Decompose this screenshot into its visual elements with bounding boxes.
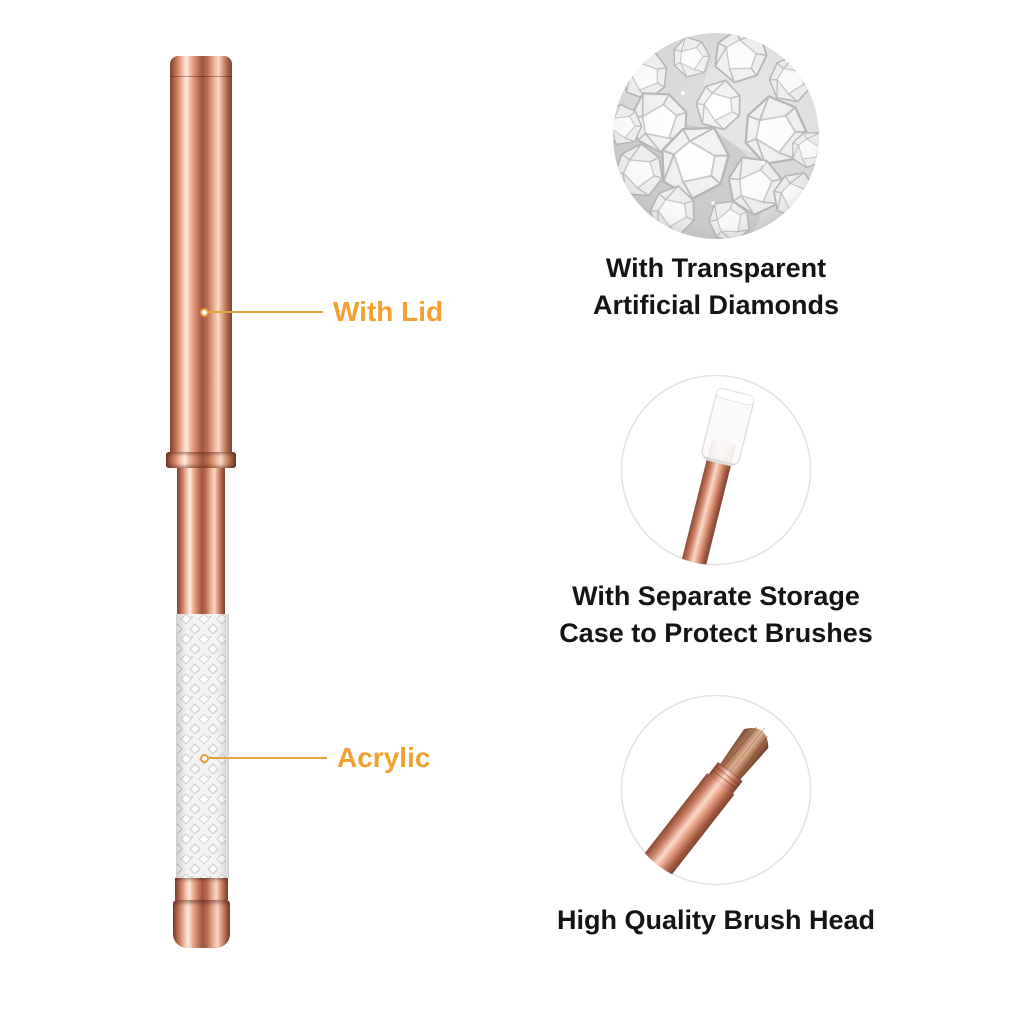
- pen-lid-ring: [166, 452, 236, 468]
- callout-label-with-lid: With Lid: [333, 296, 444, 327]
- caption-line: With Transparent: [605, 253, 827, 283]
- diamonds-photo-circle: [613, 33, 819, 239]
- callout-acrylic: Acrylic: [200, 742, 430, 774]
- callout-with-lid: With Lid: [200, 296, 443, 328]
- pen-bottom-ferrule: [175, 878, 228, 900]
- pen-lid: [170, 77, 232, 452]
- callout-leader-line: [209, 757, 327, 759]
- brush-head-photo-circle: [620, 694, 812, 886]
- callout-dot: [200, 307, 209, 317]
- caption-line: High Quality Brush Head: [556, 905, 876, 935]
- caption-line: Artificial Diamonds: [592, 290, 840, 320]
- storage-case-photo: [620, 374, 812, 566]
- feature-caption-storage-case: With Separate Storage Case to Protect Br…: [516, 578, 916, 652]
- pen-acrylic-crystal-handle: [176, 614, 229, 878]
- pen-bottom-cap: [173, 900, 230, 948]
- feature-caption-diamonds: With Transparent Artificial Diamonds: [516, 250, 916, 324]
- callout-label-acrylic: Acrylic: [337, 742, 431, 773]
- brush-head-photo: [620, 694, 812, 886]
- caption-line: With Separate Storage: [572, 581, 860, 611]
- callout-leader-line: [209, 311, 323, 313]
- callout-dot: [200, 753, 209, 763]
- caption-line: Case to Protect Brushes: [559, 618, 873, 648]
- diamonds-photo: [613, 33, 819, 239]
- pen-lid-top: [170, 56, 232, 77]
- pen-upper-handle: [177, 468, 225, 614]
- feature-caption-brush-head: High Quality Brush Head: [516, 902, 916, 939]
- storage-case-photo-circle: [620, 374, 812, 566]
